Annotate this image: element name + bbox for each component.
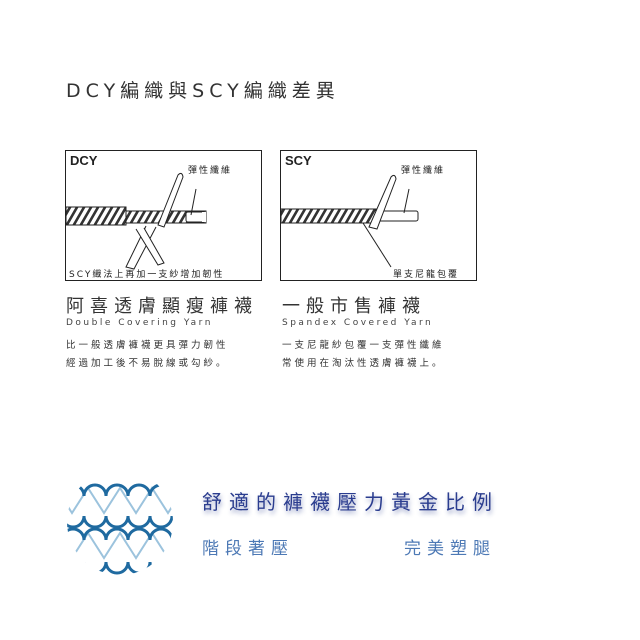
scy-heading: 一般市售褲襪 [282, 296, 426, 317]
scy-tag: SCY [285, 153, 312, 168]
dcy-english: Double Covering Yarn [66, 318, 213, 328]
scy-diagram: SCY 彈性纖維 單支尼龍包覆 [280, 150, 477, 281]
scy-bottom-label: 單支尼龍包覆 [393, 270, 460, 280]
dcy-heading: 阿喜透膚顯瘦褲襪 [66, 296, 258, 317]
dcy-yarn-illustration [66, 172, 207, 270]
scy-desc-1: 一支尼龍紗包覆一支彈性纖維 [282, 340, 445, 351]
fiber-label: 彈性纖維 [401, 166, 446, 176]
dcy-diagram: DCY 彈性纖維 SCY織法上再加一支紗增加韌性 [65, 150, 262, 281]
dcy-desc-2: 經過加工後不易脫線或勾紗。 [66, 358, 229, 369]
fiber-label: 彈性纖維 [188, 166, 233, 176]
page-title: DCY編織與SCY編織差異 [66, 80, 340, 102]
slogan: 舒適的褲襪壓力黃金比例 [202, 490, 499, 514]
scy-english: Spandex Covered Yarn [282, 318, 434, 328]
dcy-tag: DCY [70, 153, 98, 168]
sub-left: 階段著壓 [202, 539, 294, 559]
dcy-desc-1: 比一般透膚褲襪更具彈力韌性 [66, 340, 229, 351]
knit-mesh-logo [67, 483, 173, 575]
scy-desc-2: 常使用在淘汰性透膚褲襪上。 [282, 358, 445, 369]
dcy-bottom-label: SCY織法上再加一支紗增加韌性 [69, 270, 225, 280]
sub-right: 完美塑腿 [404, 539, 496, 559]
scy-yarn-illustration [281, 174, 419, 268]
